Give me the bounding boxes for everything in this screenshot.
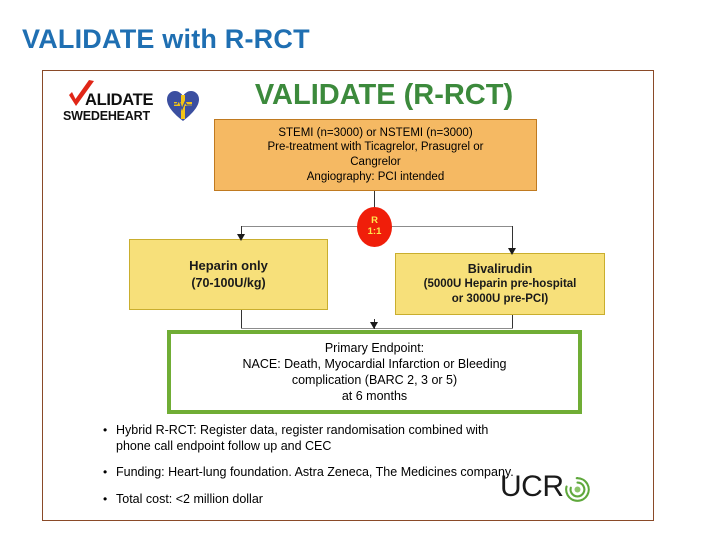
- page-title: VALIDATE with R-RCT: [22, 24, 310, 54]
- bullet-line-1: Total cost: <2 million dollar: [116, 491, 263, 506]
- population-line-2: Pre-treatment with Ticagrelor, Prasugrel…: [267, 141, 484, 154]
- validate-swedeheart-logo: ALIDATE SWEDEHEART: [61, 80, 209, 129]
- bullet-text: Funding: Heart-lung foundation. Astra Ze…: [116, 465, 523, 481]
- endpoint-line-4: at 6 months: [341, 389, 408, 403]
- bullet-marker-icon: •: [103, 465, 108, 479]
- red-check-icon: [69, 80, 94, 106]
- connector-right-drop: [512, 226, 513, 252]
- bullet-marker-icon: •: [103, 491, 108, 506]
- list-item: • Total cost: <2 million dollar: [103, 492, 523, 508]
- bullet-line-2: combined with phone call endpoint follow…: [116, 423, 489, 453]
- bivalirudin-detail-1: (5000U Heparin pre-hospital: [423, 278, 577, 291]
- randomisation-node: R 1:1: [357, 207, 392, 247]
- bullet-text: Hybrid R-RCT: Register data, register ra…: [116, 423, 523, 454]
- endpoint-box: Primary Endpoint: NACE: Death, Myocardia…: [167, 330, 582, 414]
- endpoint-line-2: NACE: Death, Myocardial Infarction or Bl…: [242, 357, 507, 371]
- connector-heparin-down: [241, 310, 242, 328]
- connector-left-drop: [241, 226, 242, 238]
- bivalirudin-detail-2: or 3000U pre-PCI): [451, 293, 549, 305]
- bullet-line-2: Medicines company.: [400, 465, 514, 479]
- heparin-detail: (70-100U/kg): [191, 275, 266, 290]
- arm-box-heparin: Heparin only (70-100U/kg): [129, 239, 328, 310]
- ucr-wordmark: UCR: [500, 470, 564, 503]
- ucr-logo: UCR: [500, 470, 590, 504]
- randomisation-label: R: [371, 215, 378, 227]
- bullet-line-1: Hybrid R-RCT: Register data, register ra…: [116, 423, 405, 437]
- randomisation-ratio: 1:1: [367, 226, 382, 237]
- ucr-swirl-icon: [564, 476, 590, 502]
- arrow-to-heparin-icon: [236, 234, 245, 241]
- endpoint-line-3: complication (BARC 2, 3 or 5): [291, 373, 458, 387]
- brand-validate-label: ALIDATE: [85, 91, 154, 109]
- swedish-heart-icon: [167, 91, 199, 121]
- arrow-to-endpoint-icon: [369, 322, 378, 329]
- bullet-line-1: Funding: Heart-lung foundation. Astra Ze…: [116, 465, 398, 479]
- connector-top-vertical: [374, 191, 375, 209]
- figure-frame: ALIDATE SWEDEHEART VALIDATE (R-RCT) STEM…: [42, 70, 654, 521]
- bullet-text: Total cost: <2 million dollar: [116, 492, 523, 508]
- bivalirudin-title: Bivalirudin: [467, 262, 533, 277]
- bullet-list: • Hybrid R-RCT: Register data, register …: [103, 423, 523, 518]
- figure-heading: VALIDATE (R-RCT): [254, 79, 514, 111]
- arm-box-bivalirudin: Bivalirudin (5000U Heparin pre-hospital …: [395, 253, 605, 315]
- population-line-1: STEMI (n=3000) or NSTEMI (n=3000): [278, 126, 473, 139]
- brand-swedeheart-label: SWEDEHEART: [63, 109, 150, 123]
- list-item: • Hybrid R-RCT: Register data, register …: [103, 423, 523, 454]
- connector-bivalirudin-down: [512, 315, 513, 328]
- population-box: STEMI (n=3000) or NSTEMI (n=3000) Pre-tr…: [214, 119, 537, 191]
- population-line-3: Cangrelor: [350, 156, 401, 168]
- bullet-marker-icon: •: [103, 423, 108, 437]
- population-line-4: Angiography: PCI intended: [306, 170, 445, 183]
- endpoint-line-1: Primary Endpoint:: [324, 341, 425, 355]
- heparin-title: Heparin only: [189, 258, 268, 274]
- arrow-to-bivalirudin-icon: [507, 248, 516, 255]
- list-item: • Funding: Heart-lung foundation. Astra …: [103, 465, 523, 481]
